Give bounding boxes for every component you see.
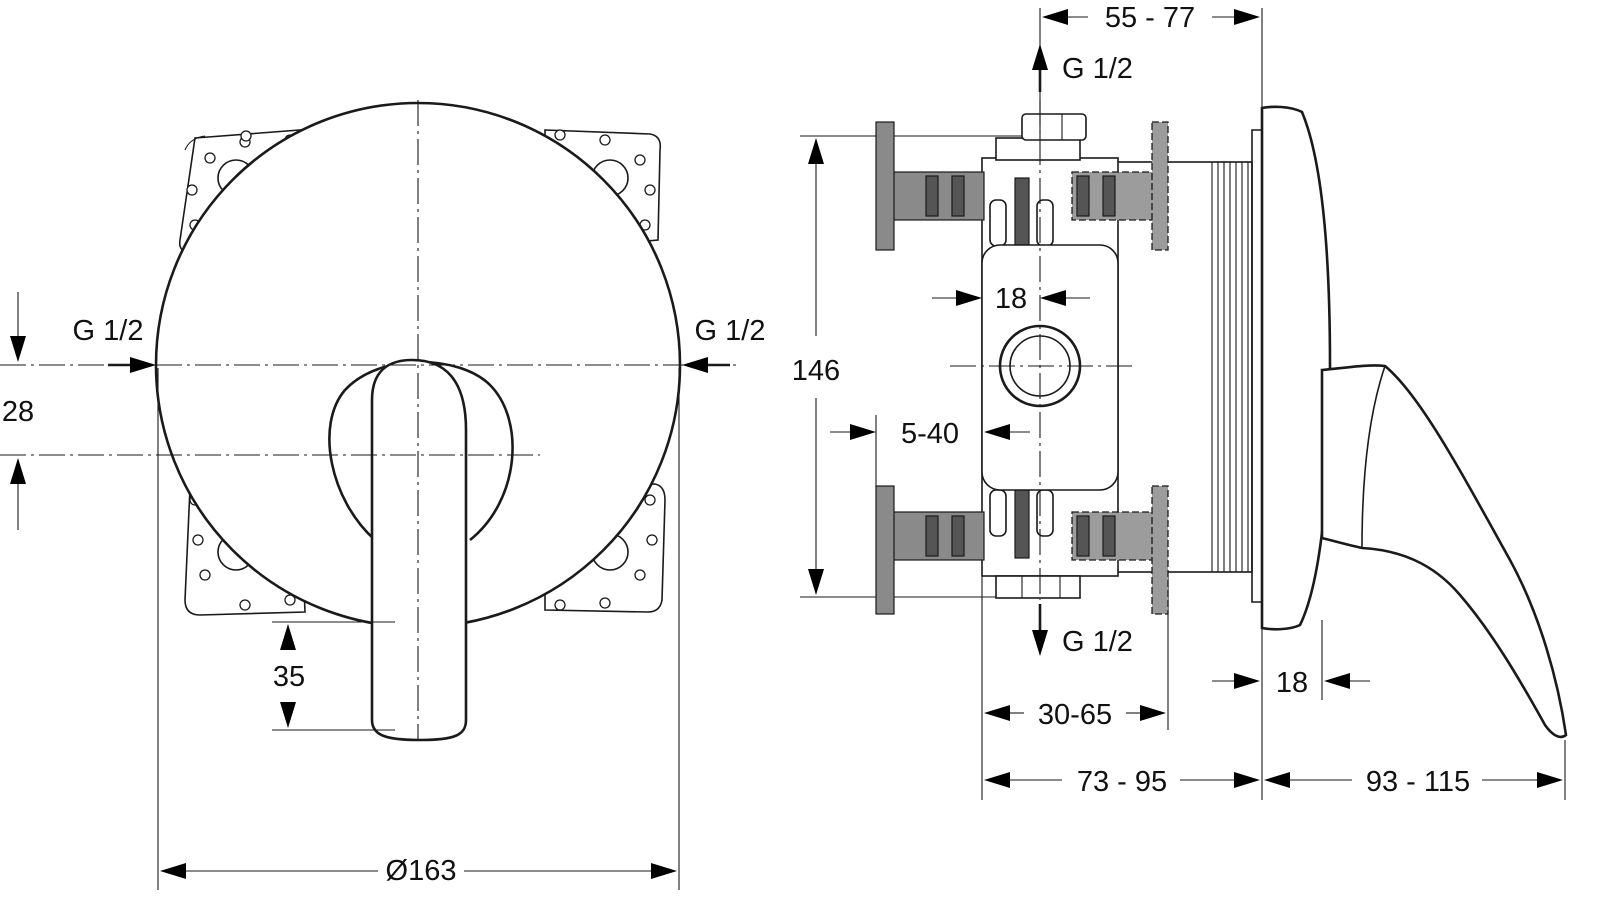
- flange-bottom-left: [875, 485, 895, 615]
- wall-plate-profile: [1260, 105, 1332, 631]
- width-18-outer-label: 18: [1276, 667, 1308, 699]
- range-5-40-label: 5-40: [901, 418, 959, 450]
- thread-lines: [1211, 162, 1249, 572]
- lever-handle: [370, 358, 468, 742]
- front-view: Ø163 28 35 G 1/2 G 1/2: [0, 100, 765, 890]
- width-18-inner-label: 18: [995, 283, 1027, 315]
- inlet-left-label: G 1/2: [73, 315, 144, 347]
- flange-top-right: [1151, 121, 1169, 251]
- flange-top-left: [875, 121, 895, 251]
- outlet-bottom-label: G 1/2: [1062, 626, 1133, 658]
- height-146-label: 146: [792, 355, 840, 387]
- range-93-115-label: 93 - 115: [1366, 766, 1470, 798]
- inlet-right-label: G 1/2: [695, 315, 766, 347]
- lever-side-profile: [1320, 364, 1568, 739]
- range-73-95-label: 73 - 95: [1077, 766, 1167, 798]
- range-30-65-label: 30-65: [1038, 699, 1112, 731]
- mixer-body: [1109, 161, 1253, 573]
- diameter-label: Ø163: [386, 855, 457, 887]
- bottom-connector: [995, 575, 1081, 599]
- lever-length-35-label: 35: [273, 661, 305, 693]
- outlet-top-label: G 1/2: [1062, 53, 1133, 85]
- top-connector: [995, 113, 1087, 161]
- side-view: 146 55 - 77 G 1/2 G 1/2 18 5-40 30-65: [792, 2, 1568, 800]
- flange-bottom-right: [1151, 485, 1169, 615]
- range-55-77-label: 55 - 77: [1105, 2, 1195, 34]
- offset-28-label: 28: [2, 396, 34, 428]
